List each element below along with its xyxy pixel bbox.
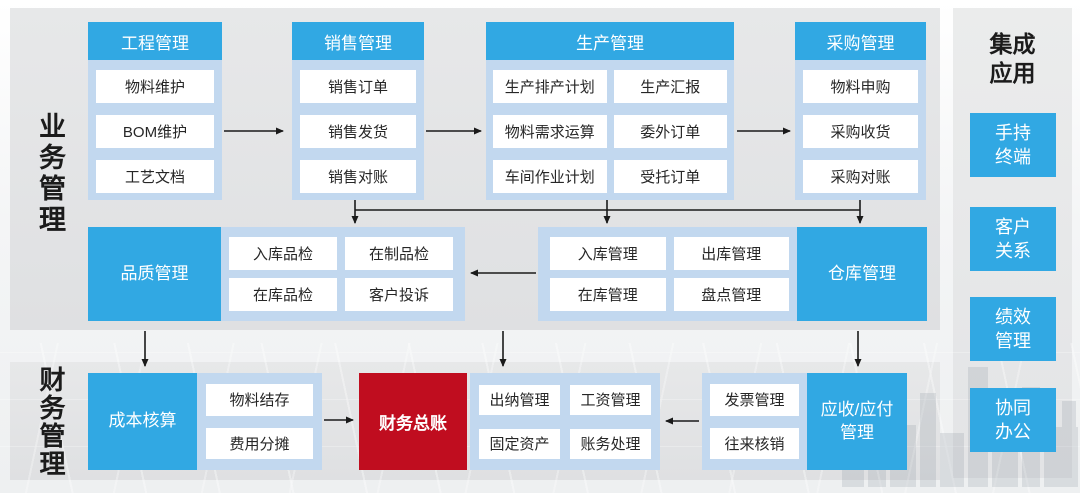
node-inbound-management: 入库管理 [550, 237, 666, 270]
node-shopfloor-plan: 车间作业计划 [493, 160, 607, 193]
node-customer-relationship: 客户 关系 [970, 207, 1056, 271]
general-ledger-node: 财务总账 [359, 373, 467, 470]
node-production-scheduling: 生产排产计划 [493, 70, 607, 103]
node-incoming-inspection: 入库品检 [229, 237, 337, 270]
node-consignment-order: 受托订单 [613, 160, 727, 193]
node-stock-management: 在库管理 [550, 278, 666, 311]
production-section-title: 生产管理 [486, 22, 734, 60]
treasury-group: 出纳管理 工资管理 固定资产 账务处理 [470, 373, 660, 470]
node-invoice-management: 发票管理 [710, 384, 799, 416]
production-section: 生产管理 生产排产计划 生产汇报 物料需求运算 委外订单 车间作业计划 受托订单 [486, 22, 734, 200]
node-stocktaking-management: 盘点管理 [673, 278, 789, 311]
costing-group-title: 成本核算 [88, 373, 197, 470]
node-mrp-calculation: 物料需求运算 [493, 115, 607, 148]
node-current-account-writeoff: 往来核销 [710, 427, 799, 459]
node-cashier-management: 出纳管理 [479, 384, 560, 415]
node-production-report: 生产汇报 [613, 70, 727, 103]
node-sales-shipment: 销售发货 [300, 115, 416, 148]
node-collaborative-office: 协同 办公 [970, 388, 1056, 452]
node-material-balance: 物料结存 [206, 384, 313, 416]
node-expense-allocation: 费用分摊 [206, 427, 313, 459]
node-purchase-reconciliation: 采购对账 [803, 160, 918, 193]
node-bom-maintenance: BOM维护 [96, 115, 214, 148]
integration-panel-title: 集成 应用 [989, 31, 1036, 87]
node-performance-management: 绩效 管理 [970, 297, 1056, 361]
node-stock-inspection: 在库品检 [229, 278, 337, 311]
node-sales-order: 销售订单 [300, 70, 416, 103]
node-outbound-management: 出库管理 [673, 237, 789, 270]
node-process-documents: 工艺文档 [96, 160, 214, 193]
warehouse-group-title: 仓库管理 [797, 227, 927, 321]
receivables-group: 发票管理 往来核销 应收/应付 管理 [702, 373, 907, 470]
warehouse-group: 入库管理 出库管理 在库管理 盘点管理 仓库管理 [538, 227, 927, 321]
node-material-maintenance: 物料维护 [96, 70, 214, 103]
node-customer-complaint: 客户投诉 [345, 278, 453, 311]
finance-management-label: 财务管理 [36, 366, 66, 478]
engineering-section: 工程管理 物料维护 BOM维护 工艺文档 [88, 22, 222, 200]
node-purchase-receiving: 采购收货 [803, 115, 918, 148]
node-accounting-processing: 账务处理 [570, 428, 651, 459]
node-sales-reconciliation: 销售对账 [300, 160, 416, 193]
procurement-section: 采购管理 物料申购 采购收货 采购对账 [795, 22, 926, 200]
node-inprocess-inspection: 在制品检 [345, 237, 453, 270]
node-payroll-management: 工资管理 [570, 384, 651, 415]
sales-section: 销售管理 销售订单 销售发货 销售对账 [292, 22, 424, 200]
sales-section-title: 销售管理 [292, 22, 424, 60]
quality-group: 品质管理 入库品检 在制品检 在库品检 客户投诉 [88, 227, 465, 321]
node-outsourcing-order: 委外订单 [613, 115, 727, 148]
business-management-label: 业务管理 [35, 112, 65, 236]
costing-group: 成本核算 物料结存 费用分摊 [88, 373, 322, 470]
procurement-section-title: 采购管理 [795, 22, 926, 60]
node-handheld-terminal: 手持 终端 [970, 113, 1056, 177]
node-fixed-assets: 固定资产 [479, 428, 560, 459]
receivables-group-title: 应收/应付 管理 [807, 373, 907, 470]
quality-group-title: 品质管理 [88, 227, 221, 321]
node-material-requisition: 物料申购 [803, 70, 918, 103]
engineering-section-title: 工程管理 [88, 22, 222, 60]
